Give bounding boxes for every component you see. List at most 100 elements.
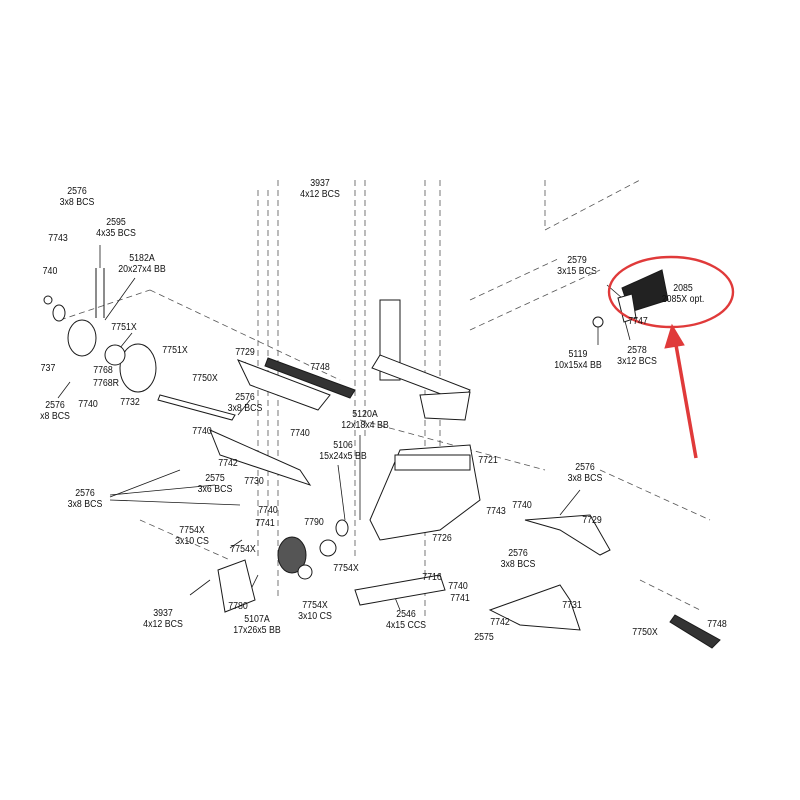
part-spec: 3x10 CS	[175, 536, 209, 547]
part-number: 7750X	[632, 627, 658, 638]
callout-7721: 7721	[478, 455, 498, 466]
part-number: 7743	[48, 233, 68, 244]
part-number: 5182A	[129, 253, 155, 264]
callout-7726: 7726	[432, 533, 452, 544]
part-number: 7731	[562, 600, 582, 611]
part-number: 2576	[67, 186, 87, 197]
part-spec: 3x8 BCS	[59, 197, 95, 208]
part-number: 2575	[205, 473, 225, 484]
callout-7768: 7768	[93, 365, 113, 376]
part-number: 7740	[290, 428, 310, 439]
callout-7748-a: 7748	[310, 362, 330, 373]
part-number: 7754X	[230, 544, 256, 555]
part-spec: 3x15 BCS	[557, 266, 597, 277]
callout-7740-f: 7740	[448, 581, 468, 592]
part-number: 3937	[310, 178, 330, 189]
part-number: 2546	[396, 609, 416, 620]
part-number: 7740	[258, 505, 278, 516]
part-number: 5120A	[352, 409, 378, 420]
part-number: 7768	[93, 365, 113, 376]
callout-7790: 7790	[304, 517, 324, 528]
part-spec: 4x15 CCS	[385, 620, 427, 631]
part-spec: 3x6 BCS	[197, 484, 233, 495]
callout-7716: 7716	[422, 572, 442, 583]
part-spec: 3x8 BCS	[500, 559, 536, 570]
part-spec: 20x27x4 BB	[118, 264, 166, 275]
part-number: 2578	[627, 345, 647, 356]
part-number: 7790	[304, 517, 324, 528]
part-spec: 3x8 BCS	[227, 403, 263, 414]
callout-7741-a: 7741	[255, 518, 275, 529]
part-number: 7747	[628, 316, 648, 327]
part-outlines	[43, 268, 721, 649]
part-spec: 15x24x5 BB	[319, 451, 367, 462]
callout-7729-a: 7729	[235, 347, 255, 358]
callout-7780: 7780	[228, 601, 248, 612]
part-spec: x8 BCS	[40, 411, 70, 422]
part-spec: 10x15x4 BB	[554, 360, 602, 371]
part-number: 2576	[75, 488, 95, 499]
part-number: 7741	[255, 518, 275, 529]
callout-740-a: 740	[43, 266, 58, 277]
callout-7742-a: 7742	[218, 458, 238, 469]
part-number: 7740	[512, 500, 532, 511]
part-spec: 3x8 BCS	[67, 499, 103, 510]
highlight-arrow-head	[664, 323, 685, 349]
part-spec: 12x18x4 BB	[341, 420, 389, 431]
part-number: 2085	[673, 283, 693, 294]
callout-7768r: 7768R	[93, 378, 119, 389]
part-number: 7732	[120, 397, 140, 408]
callout-7750x-a: 7750X	[192, 373, 217, 384]
callout-7731: 7731	[562, 600, 582, 611]
part-spec: 3x8 BCS	[567, 473, 603, 484]
callout-7740-b: 7740	[192, 426, 212, 437]
part-number: 5106	[333, 440, 353, 451]
callout-737: 737	[41, 363, 56, 374]
part-spec: 3x10 CS	[298, 611, 332, 622]
part-spec: 2085X opt.	[661, 294, 705, 305]
part-spec: 17x26x5 BB	[233, 625, 281, 636]
part-number: 2576	[508, 548, 528, 559]
part-number: 7716	[422, 572, 442, 583]
part-number: 737	[40, 363, 56, 374]
callout-7743-a: 7743	[48, 233, 68, 244]
part-spec: 3x12 BCS	[617, 356, 657, 367]
callout-2575-b: 2575	[474, 632, 494, 643]
part-number: 2576	[45, 400, 65, 411]
part-number: 7754X	[333, 563, 359, 574]
part-number: 7751X	[162, 345, 188, 356]
callout-7751x-b: 7751X	[162, 345, 187, 356]
part-number: 2576	[235, 392, 255, 403]
callout-7740-a: 7740	[78, 399, 98, 410]
callout-7741-b: 7741	[450, 593, 470, 604]
part-number: 2576	[575, 462, 595, 473]
part-number: 2579	[567, 255, 587, 266]
callout-7751x-a: 7751X	[111, 322, 136, 333]
part-number: 7729	[582, 515, 602, 526]
callout-7740-d: 7740	[512, 500, 532, 511]
callout-7743-b: 7743	[486, 506, 506, 517]
callout-7740-c: 7740	[290, 428, 310, 439]
part-spec: 4x35 BCS	[96, 228, 136, 239]
part-number: 7726	[432, 533, 452, 544]
callout-7742-b: 7742	[490, 617, 510, 628]
part-number: 7754X	[302, 600, 328, 611]
part-number: 7741	[450, 593, 470, 604]
